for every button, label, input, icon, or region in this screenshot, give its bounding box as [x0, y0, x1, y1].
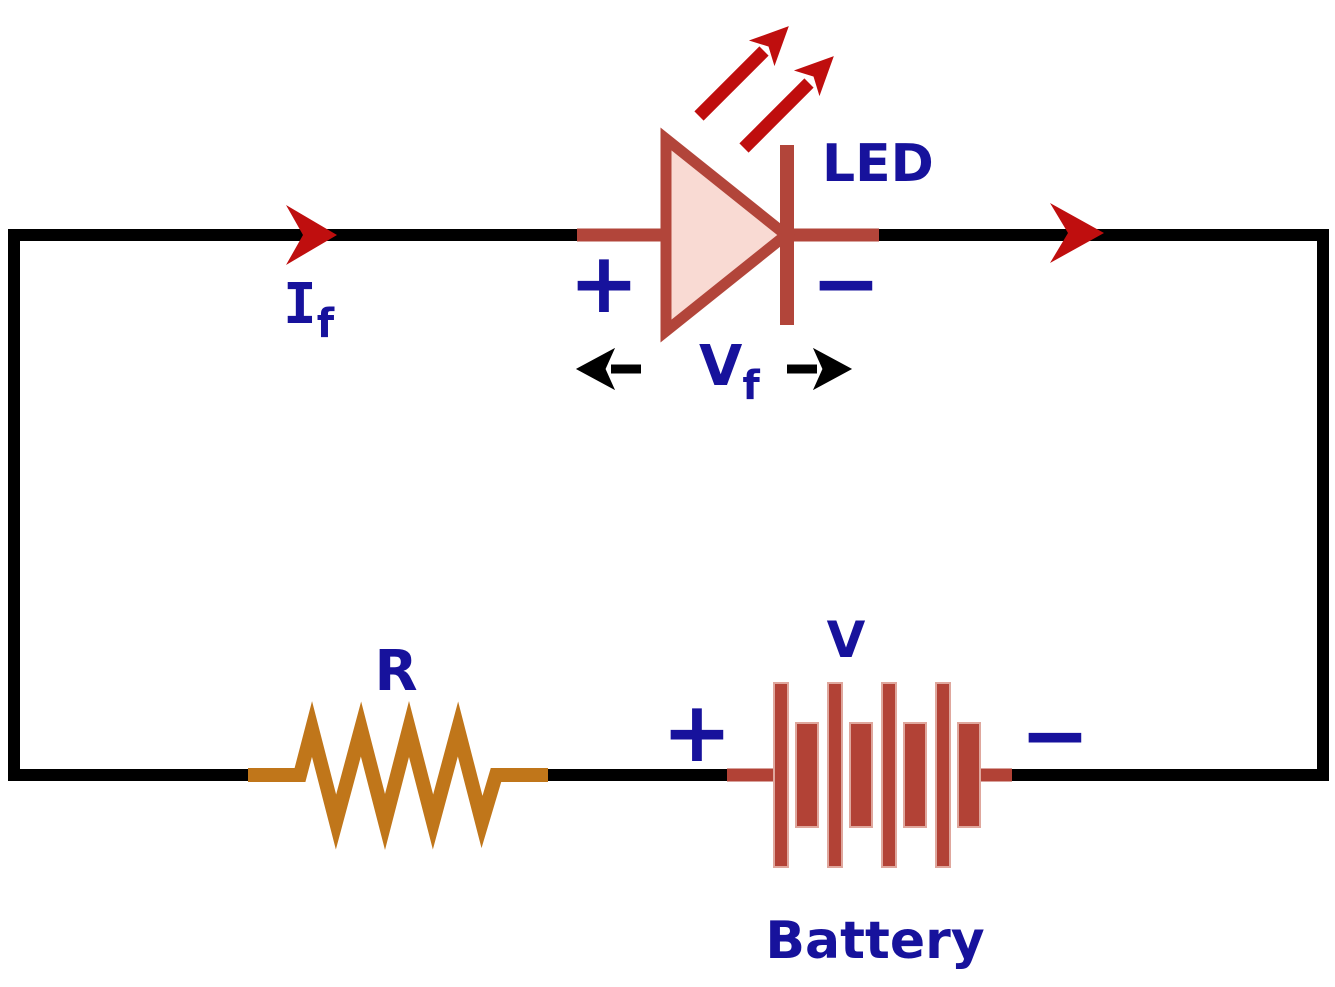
emission-arrow-head-2-icon [793, 56, 834, 97]
battery-long-plate-icon [935, 682, 951, 868]
forward-voltage-label: Vf [699, 334, 760, 409]
led-cathode-bar-icon [780, 145, 794, 325]
battery-short-plate-icon [957, 722, 981, 828]
led-label: LED [822, 134, 934, 194]
battery-long-plate-icon [773, 682, 789, 868]
forward-current-label: If [283, 272, 335, 347]
led-emission-arrows [694, 26, 834, 153]
current-arrow-right-icon [1050, 203, 1104, 263]
vf-arrow-right-head-icon [812, 347, 853, 391]
battery-long-plate-icon [827, 682, 843, 868]
battery-short-plate-icon [903, 722, 927, 828]
emission-arrow-shaft-2 [739, 78, 814, 153]
led-minus-sign: − [811, 234, 881, 332]
forward-current-subscript: f [317, 301, 335, 347]
forward-voltage-symbol: V [699, 334, 743, 399]
labels: LED If + − Vf R V + − Battery [283, 134, 1090, 971]
battery-short-plate-icon [849, 722, 873, 828]
battery-name-label: Battery [765, 911, 984, 971]
forward-voltage-subscript: f [742, 363, 760, 409]
battery-plus-sign: + [662, 683, 732, 781]
resistor-symbol [248, 700, 548, 851]
current-arrow-left-icon [286, 205, 337, 265]
battery-voltage-label: V [827, 611, 866, 669]
led-symbol [577, 127, 879, 343]
battery-short-plate-icon [795, 722, 819, 828]
led-plus-sign: + [569, 234, 639, 332]
battery-plates [773, 682, 981, 868]
emission-arrow-shaft-1 [694, 46, 769, 121]
led-triangle-icon [660, 127, 795, 343]
battery-minus-sign: − [1020, 686, 1090, 784]
vf-arrow-left-head-icon [575, 347, 616, 391]
current-direction-arrows [286, 203, 1104, 265]
vf-arrows [575, 347, 853, 391]
battery-long-plate-icon [881, 682, 897, 868]
emission-arrow-head-1-icon [748, 26, 789, 67]
resistor-label: R [374, 639, 417, 704]
battery-symbol [727, 682, 1012, 868]
forward-current-symbol: I [283, 272, 317, 337]
circuit-wires [8, 229, 1329, 781]
